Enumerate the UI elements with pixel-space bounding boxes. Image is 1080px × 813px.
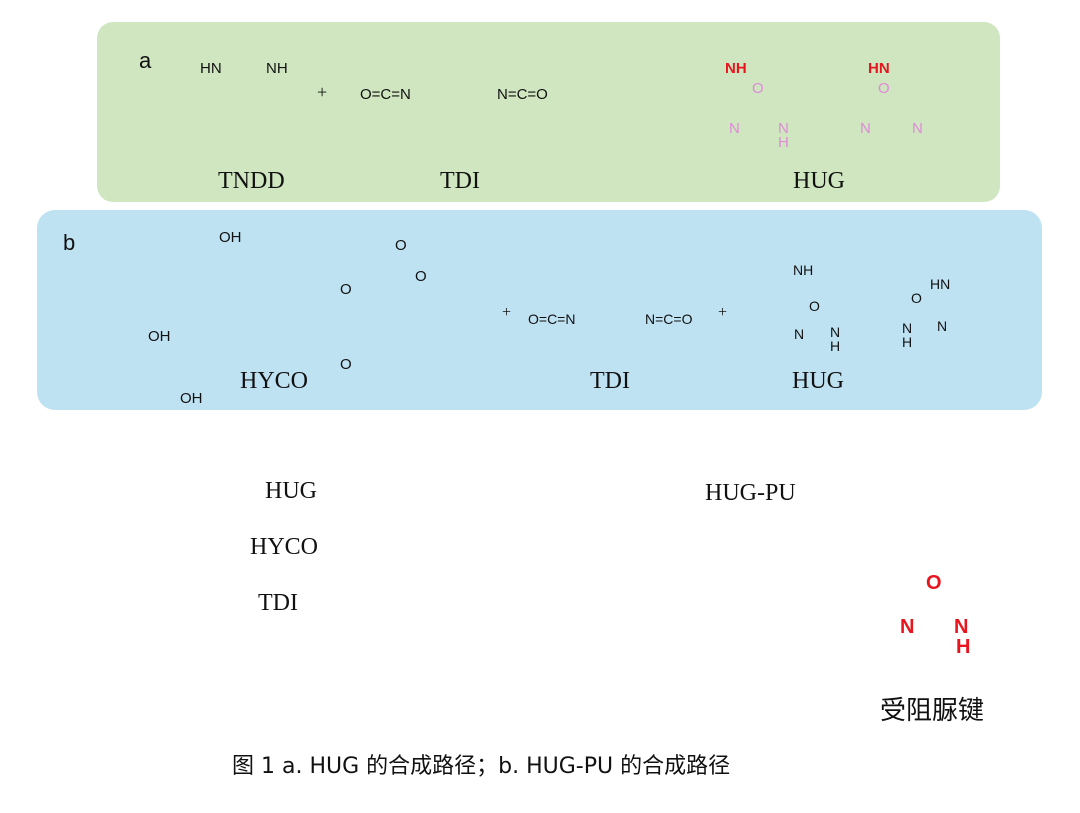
hyco-o-top: O [395, 237, 407, 254]
hug-b-nh-right-h: H [902, 334, 913, 350]
urea-o: O [926, 572, 942, 594]
hug-b-o-left: O [809, 298, 820, 314]
hyco-o-ring: O [415, 268, 427, 285]
legend-hug-label: HUG [265, 478, 317, 504]
hug-b-n-left: N [794, 326, 805, 342]
tdi-a-label: TDI [440, 168, 480, 194]
hug-nh-left: N [778, 120, 789, 137]
hyco-label: HYCO [240, 368, 309, 394]
hyco-o-low: O [340, 356, 352, 373]
hug-b-nh-left-n: N [830, 324, 841, 340]
hug-hn-red: HN [868, 60, 890, 77]
hyco-oh-low: OH [180, 390, 203, 407]
hug-nh-red: NH [725, 60, 747, 77]
panel-a-background [97, 22, 1000, 202]
tdi-b-right-group: N=C=O [645, 311, 693, 327]
urea-nh-n: N [954, 616, 969, 638]
hug-n-right2: N [912, 120, 923, 137]
tndd-nh-left: HN [200, 60, 222, 77]
legend-tdi-label: TDI [258, 590, 298, 616]
hug-b-o-right: O [911, 290, 922, 306]
tdi-b-left-group: O=C=N [528, 311, 576, 327]
panel-b-letter: b [63, 230, 76, 255]
legend-hyco-label: HYCO [250, 534, 319, 560]
hug-n-left: N [729, 120, 740, 137]
tdi-a-right-group: N=C=O [497, 86, 548, 103]
panel-a-plus: + [317, 82, 328, 102]
panel-b-plus-2: + [718, 304, 728, 321]
panel-b-plus-1: + [502, 304, 512, 321]
figure-caption: 图 1 a. HUG 的合成路径；b. HUG-PU 的合成路径 [232, 754, 731, 779]
urea-label: 受阻脲键 [880, 696, 985, 726]
hug-product-label: HUG [793, 168, 845, 194]
urea-n: N [900, 616, 915, 638]
hug-b-label: HUG [792, 368, 844, 394]
hug-h-left: H [778, 134, 789, 151]
hug-o-right: O [878, 80, 890, 97]
tdi-b-label: TDI [590, 368, 630, 394]
tndd-label: TNDD [218, 168, 285, 194]
hyco-oh-mid: OH [148, 328, 171, 345]
hug-o-left: O [752, 80, 764, 97]
hug-b-hn: HN [930, 276, 951, 292]
hug-b-n-right: N [937, 318, 948, 334]
hug-b-nh-right-n: N [902, 320, 913, 336]
hug-b-nh-left-h: H [830, 338, 841, 354]
hyco-o-mid: O [340, 281, 352, 298]
network-label: HUG-PU [705, 480, 796, 506]
hyco-oh-top: OH [219, 229, 242, 246]
hug-b-nh: NH [793, 262, 814, 278]
hug-n-right: N [860, 120, 871, 137]
panel-b-background [37, 210, 1042, 410]
panel-a-letter: a [139, 48, 152, 73]
urea-nh-h: H [956, 636, 971, 658]
tndd-nh-right: NH [266, 60, 288, 77]
tdi-a-left-group: O=C=N [360, 86, 411, 103]
